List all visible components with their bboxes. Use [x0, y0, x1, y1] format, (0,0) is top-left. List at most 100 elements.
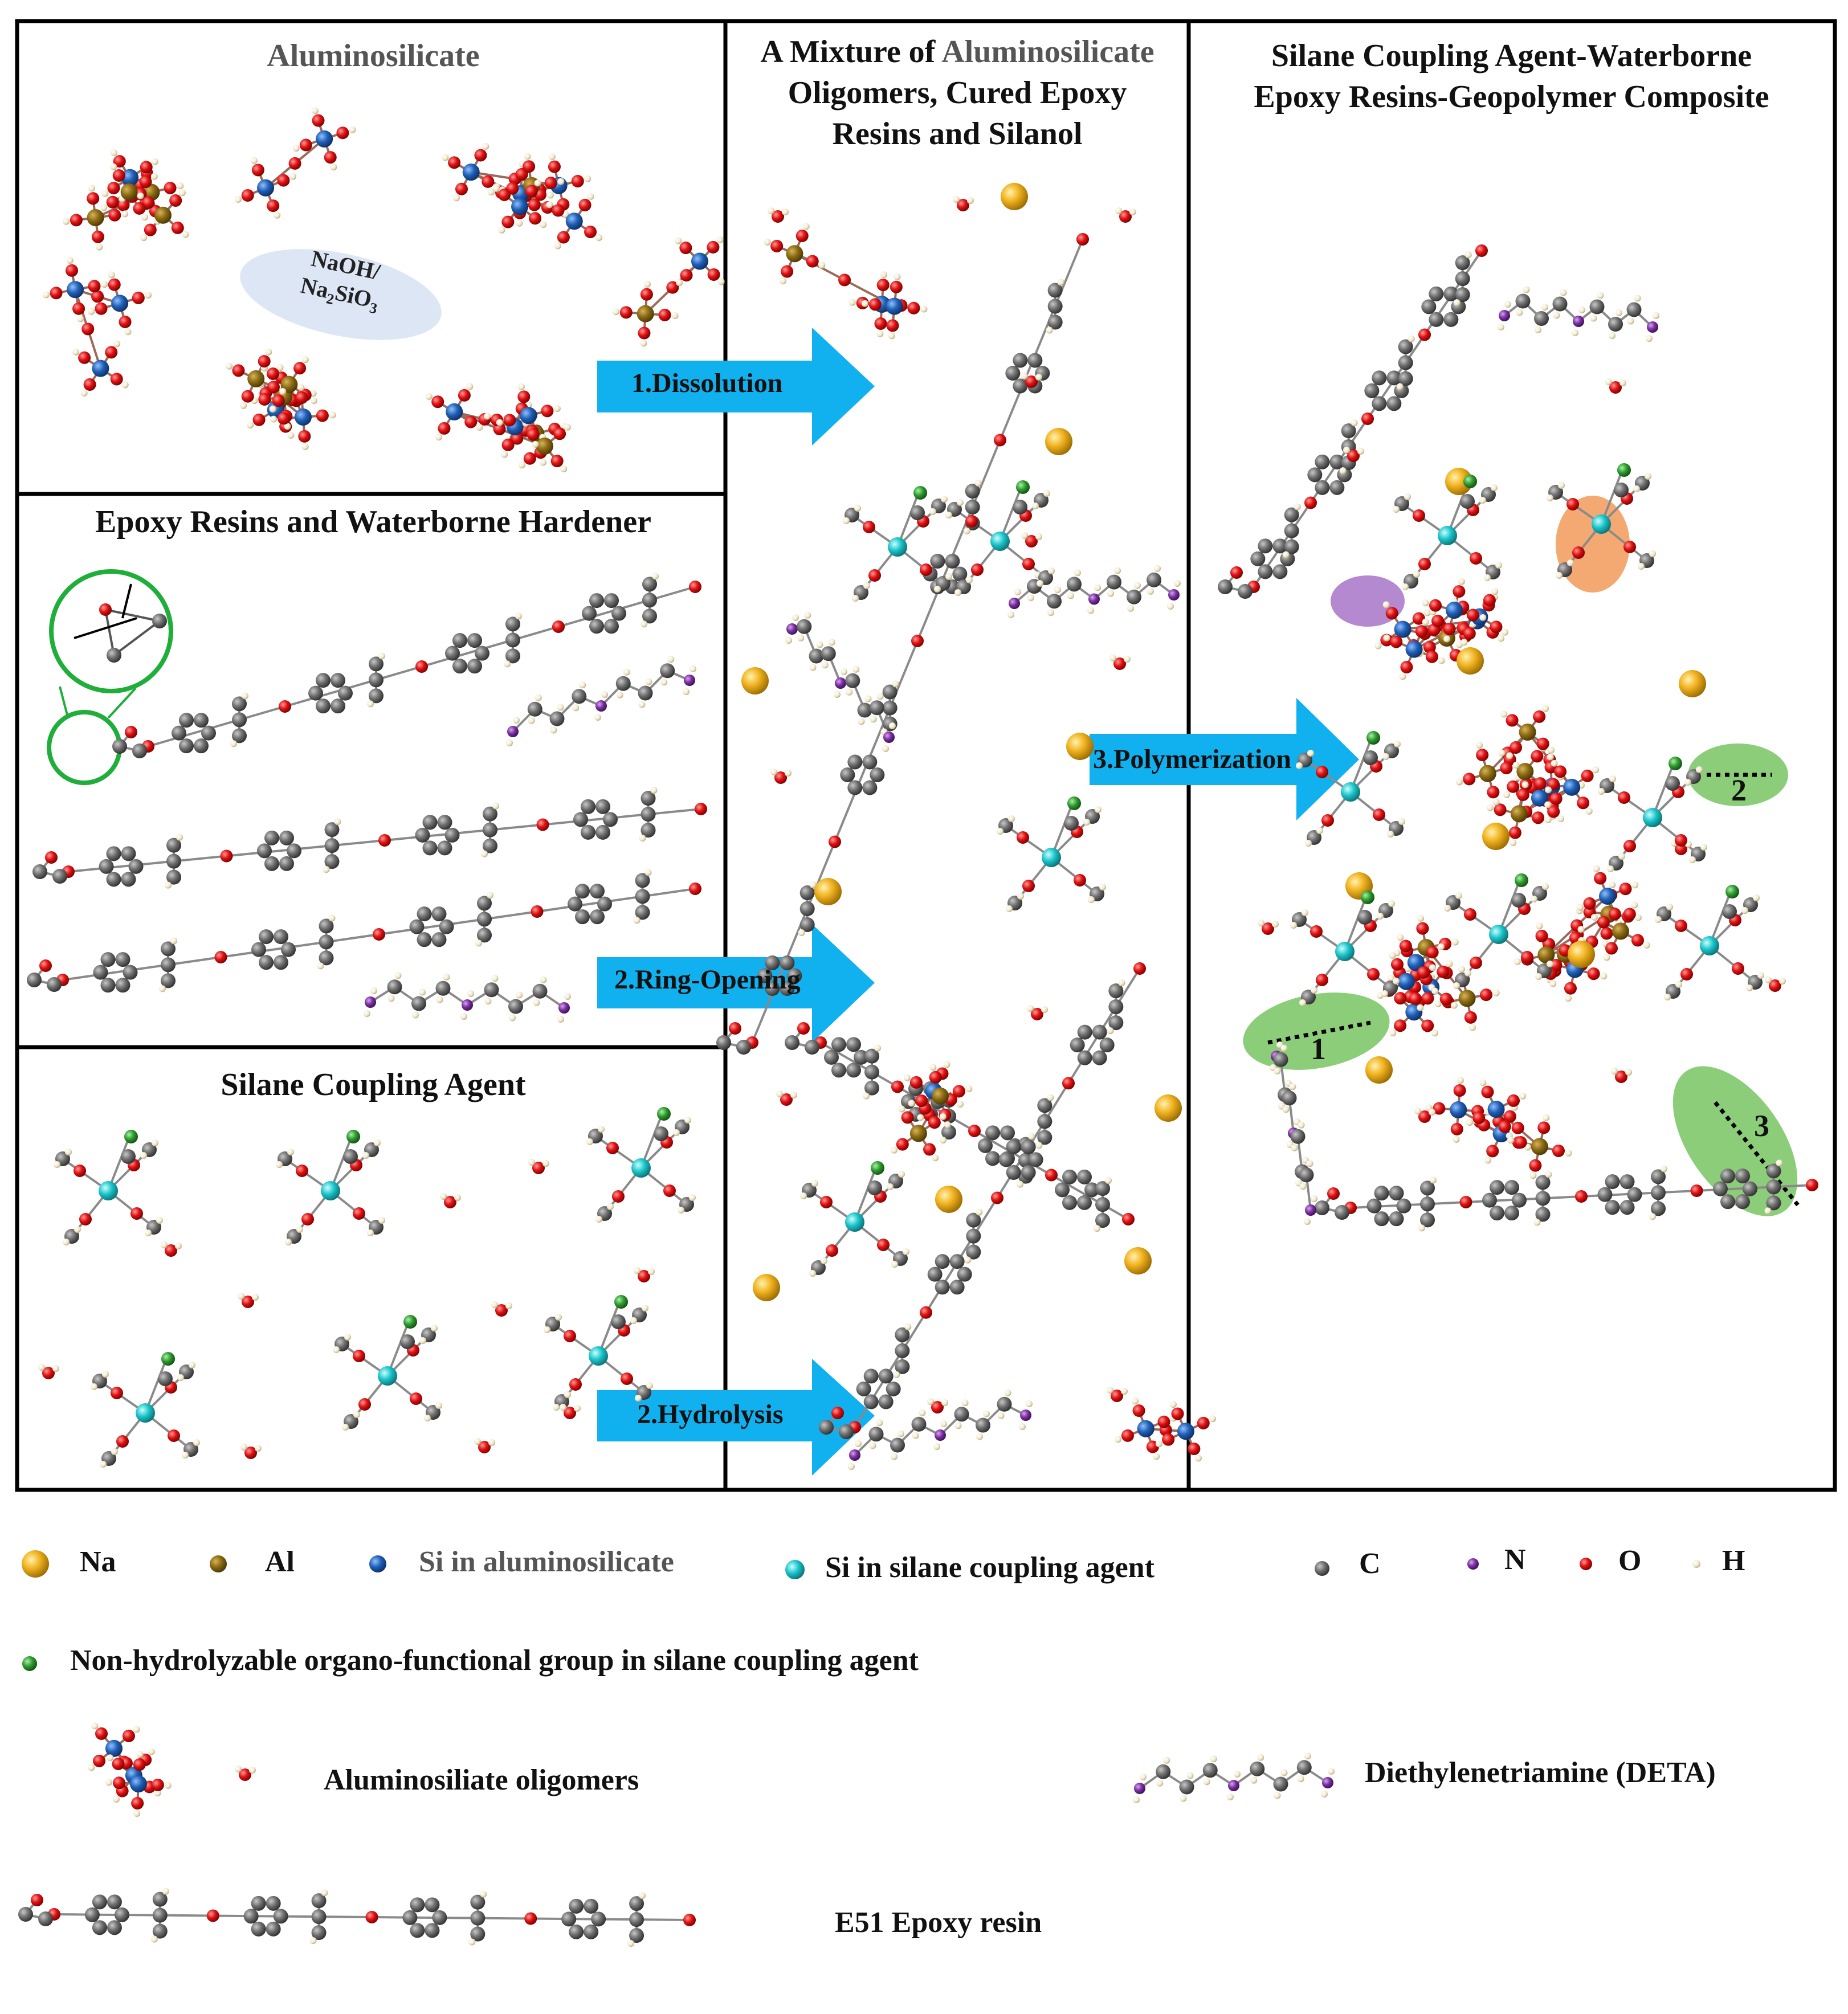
carbon-atom	[1156, 1764, 1171, 1779]
hydrogen-atom	[880, 271, 887, 279]
hydrogen-atom	[1764, 1207, 1772, 1215]
oxygen-atom	[877, 1239, 890, 1251]
carbon-atom	[232, 728, 247, 743]
oxygen-atom	[1531, 750, 1544, 763]
legend-h-atom	[1692, 1560, 1700, 1568]
hydrogen-atom	[927, 1398, 934, 1405]
arrow-label-ring-opening: 2.Ring-Opening	[614, 965, 801, 995]
carbon-atom	[1037, 1098, 1052, 1113]
arrow-label-dissolution: 1.Dissolution	[631, 368, 783, 398]
hydrogen-atom	[242, 692, 248, 700]
hydrogen-atom	[453, 194, 460, 202]
carbon-atom	[831, 1037, 846, 1052]
oxygen-atom	[1443, 623, 1456, 636]
hydrogen-atom	[542, 1160, 549, 1167]
carbon-atom	[1386, 396, 1402, 411]
hydrogen-atom	[491, 1301, 498, 1308]
carbon-atom	[251, 942, 266, 957]
hydrogen-atom	[1289, 1083, 1296, 1090]
oxygen-atom	[171, 221, 184, 234]
silicon-atom	[462, 164, 480, 181]
hydrogen-atom	[240, 402, 247, 409]
carbon-atom	[886, 1381, 901, 1396]
carbon-atom	[590, 884, 605, 899]
hydrogen-atom	[484, 998, 492, 1005]
hydrogen-atom	[876, 1419, 883, 1427]
silicon-atom	[111, 295, 129, 312]
oxygen-atom	[1413, 509, 1425, 522]
oxygen-atom	[431, 395, 444, 408]
oxygen-atom	[707, 240, 720, 254]
hydrogen-atom	[1533, 1219, 1541, 1226]
bond-line	[74, 617, 137, 639]
oxygen-atom	[1400, 660, 1413, 673]
hydrogen-atom	[1616, 309, 1622, 316]
oxygen-atom	[663, 1184, 676, 1197]
oxygen-atom	[1459, 1196, 1472, 1208]
carbon-atom	[1713, 1181, 1728, 1196]
oxygen-atom	[1122, 1213, 1135, 1225]
hydrogen-atom	[1512, 762, 1520, 769]
hydrogen-atom	[100, 204, 108, 211]
silicon-atom	[565, 213, 583, 230]
hydrogen-atom	[557, 178, 565, 185]
hydrogen-atom	[1186, 1772, 1194, 1779]
carbon-atom	[1443, 286, 1459, 301]
hydrogen-atom	[1609, 332, 1616, 339]
hydrogen-atom	[1605, 378, 1612, 385]
oxygen-atom	[1361, 412, 1374, 425]
hydrogen-atom	[1455, 778, 1463, 786]
hydrogen-atom	[1429, 1109, 1435, 1116]
carbon-atom	[422, 815, 438, 830]
hydrogen-atom	[612, 308, 619, 316]
carbon-atom	[561, 1911, 577, 1927]
oxygen-atom	[108, 209, 121, 222]
oxygen-atom	[909, 1076, 923, 1089]
hydrogen-atom	[133, 1810, 141, 1817]
hydrogen-atom	[1491, 588, 1499, 595]
carbon-atom	[1021, 1139, 1036, 1154]
oxygen-atom	[1535, 929, 1548, 942]
silicon-atom	[520, 407, 537, 424]
oxygen-atom	[971, 563, 984, 576]
carbon-atom	[1535, 1207, 1551, 1222]
hydrogen-atom	[276, 364, 284, 371]
composite-title-line-2: Epoxy Resins-Geopolymer Composite	[1254, 79, 1769, 115]
hydrogen-atom	[250, 157, 258, 164]
hydrogen-atom	[1404, 493, 1411, 500]
carbon-atom	[106, 872, 121, 887]
oxygen-atom	[133, 202, 146, 215]
aluminium-atom	[120, 183, 138, 201]
carbon-atom	[316, 673, 331, 688]
hydrogen-atom	[102, 1371, 109, 1378]
bond-line	[421, 652, 468, 668]
hydrogen-atom	[1083, 819, 1090, 826]
organo-group-atom	[403, 1315, 417, 1329]
oxygen-atom	[1347, 450, 1360, 462]
carbon-atom	[787, 968, 802, 983]
hydrogen-atom	[362, 1152, 369, 1159]
oxygen-atom	[482, 175, 495, 188]
hydrogen-atom	[77, 315, 84, 322]
oxygen-atom	[1507, 780, 1520, 793]
hydrogen-atom	[690, 665, 696, 672]
carbon-atom	[589, 593, 604, 608]
hydrogen-atom	[1431, 987, 1439, 995]
carbon-atom	[1062, 1169, 1077, 1184]
hydrogen-atom	[1343, 447, 1350, 454]
hydrogen-atom	[645, 678, 652, 685]
hydrogen-atom	[238, 1293, 244, 1300]
hydrogen-atom	[797, 634, 805, 642]
hydrogen-atom	[88, 185, 95, 192]
oxygen-atom	[1623, 840, 1636, 852]
carbon-atom	[470, 1926, 486, 1942]
hydrogen-atom	[689, 1194, 696, 1201]
hydrogen-atom	[1444, 905, 1451, 912]
hydrogen-atom	[1453, 299, 1461, 307]
carbon-atom	[432, 1910, 447, 1925]
hydrogen-atom	[364, 1010, 370, 1017]
carbon-atom	[845, 673, 860, 688]
carbon-atom	[128, 859, 144, 874]
hydrogen-atom	[776, 1090, 783, 1097]
hydrogen-atom	[572, 704, 580, 712]
